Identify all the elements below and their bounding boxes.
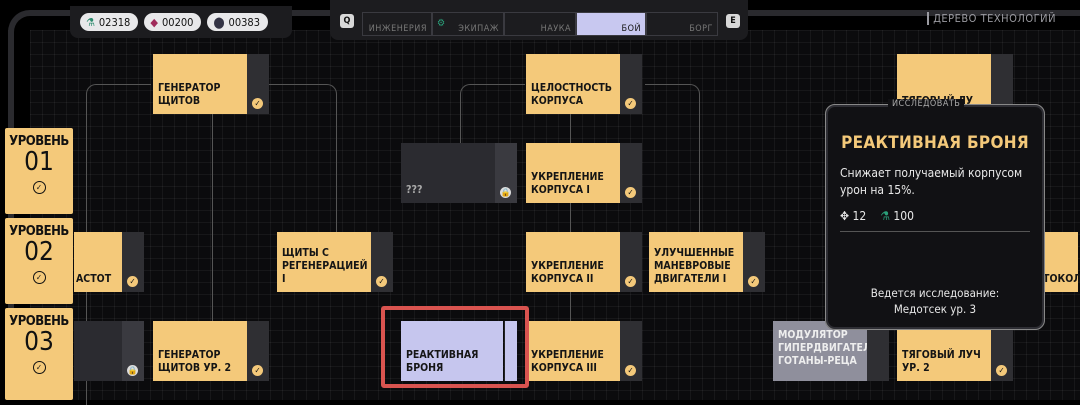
tech-node-locked[interactable]: 🔒 [74, 321, 144, 381]
status-line-2: Медотсек ур. 3 [893, 302, 977, 316]
level-02-marker: УРОВЕНЬ 02 ✓ [5, 218, 73, 304]
prev-tab-key[interactable]: Q [340, 14, 354, 28]
connector-line [570, 114, 571, 324]
level-number: 02 [24, 237, 54, 267]
screen-frame-left [8, 30, 14, 400]
tech-node-tractor-beam-2[interactable]: ТЯГОВЫЙ ЛУЧ УР. 2 ✓ [897, 321, 1013, 381]
tech-node-hull-reinforce-3[interactable]: УКРЕПЛЕНИЕ КОРПУСА III ✓ [526, 321, 642, 381]
parts-icon: ✥ [840, 209, 850, 223]
check-icon: ✓ [625, 187, 636, 198]
level-label: УРОВЕНЬ [9, 224, 69, 239]
tech-node-label: УКРЕПЛЕНИЕ КОРПУСА I [526, 143, 620, 203]
level-number: 01 [24, 147, 54, 177]
tech-node-maneuver-engines-1[interactable]: УЛУЧШЕННЫЕ МАНЕВРОВЫЕ ДВИГАТЕЛИ I ✓ [649, 232, 765, 292]
tooltip-title: РЕАКТИВНАЯ БРОНЯ [841, 133, 1029, 153]
tech-node-shield-generator[interactable]: ГЕНЕРАТОР ЩИТОВ ✓ [153, 54, 269, 114]
screen-title: ДЕРЕВО ТЕХНОЛОГИЙ [927, 12, 1056, 25]
tech-node-hull-reinforce-1[interactable]: УКРЕПЛЕНИЕ КОРПУСА I ✓ [526, 143, 642, 203]
level-number: 03 [24, 327, 54, 357]
level-01-marker: УРОВЕНЬ 01 ✓ [5, 128, 73, 214]
dilithium-counter: ◆ 00200 [144, 13, 202, 31]
selection-highlight [381, 306, 529, 388]
tech-node-label: АСТОТ [74, 232, 122, 292]
research-cost-value: 100 [893, 209, 914, 223]
tech-node-label: УЛУЧШЕННЫЕ МАНЕВРОВЫЕ ДВИГАТЕЛИ I [649, 232, 743, 292]
tech-node-label: УКРЕПЛЕНИЕ КОРПУСА III [526, 321, 620, 381]
tech-node-hull-integrity[interactable]: ЦЕЛОСТНОСТЬ КОРПУСА ✓ [526, 54, 642, 114]
check-icon: ✓ [252, 365, 263, 376]
research-tooltip: ИССЛЕДОВАТЬ РЕАКТИВНАЯ БРОНЯ Снижает пол… [825, 99, 1045, 330]
parts-counter: ⬤ 00383 [207, 13, 269, 31]
check-icon: ✓ [625, 98, 636, 109]
tab-crew[interactable]: ⚙ ЭКИПАЖ [432, 12, 504, 36]
next-tab-key[interactable]: E [726, 14, 740, 28]
tech-node-hull-reinforce-2[interactable]: УКРЕПЛЕНИЕ КОРПУСА II ✓ [526, 232, 642, 292]
research-points-counter: ⚗ 02318 [80, 13, 139, 31]
parts-cost-value: 12 [852, 209, 867, 223]
parts-value: 00383 [228, 15, 261, 29]
tech-node-label: РЕАКТИВНАЯ БРОНЯ [401, 321, 503, 381]
check-icon: ✓ [996, 365, 1007, 376]
tech-node-label: МОДУЛЯТОР ГИПЕРДВИГАТЕЛЯ ГОТАНЫ-РЕЦА [773, 321, 878, 381]
resource-bar: ⚗ 02318 ◆ 00200 ⬤ 00383 [70, 6, 292, 38]
tab-crew-label: ЭКИПАЖ [458, 24, 499, 34]
lock-icon: 🔒 [500, 187, 511, 198]
connector-line [250, 84, 337, 235]
check-icon: ✓ [32, 181, 46, 194]
tab-combat[interactable]: БОЙ [576, 12, 646, 36]
check-icon: ✓ [127, 276, 138, 287]
tech-node-label: ЩИТЫ С РЕГЕНЕРАЦИЕЙ I [277, 232, 371, 292]
tech-node-label: ТОКОЛ [1040, 232, 1080, 292]
tab-science[interactable]: НАУКА [504, 12, 576, 36]
tooltip-description: Снижает получаемый корпусом урон на 15%. [840, 166, 1023, 197]
category-tabs: Q ИНЖЕНЕРИЯ ⚙ ЭКИПАЖ НАУКА БОЙ БОРГ E [330, 0, 748, 40]
check-icon: ✓ [32, 361, 46, 374]
tech-node-reactive-armor[interactable]: РЕАКТИВНАЯ БРОНЯ [401, 321, 517, 381]
check-icon: ✓ [625, 276, 636, 287]
research-icon: ⚗ [880, 209, 890, 223]
check-icon: ✓ [625, 365, 636, 376]
tab-engineering[interactable]: ИНЖЕНЕРИЯ [362, 12, 432, 36]
connector-line [460, 84, 525, 145]
tech-node-label: ??? [401, 143, 495, 203]
check-icon: ✓ [252, 98, 263, 109]
tech-node-unknown[interactable]: ??? 🔒 [401, 143, 517, 203]
connector-line [212, 114, 213, 324]
tooltip-status: Ведется исследование: Медотсек ур. 3 [828, 285, 1042, 317]
tech-node-hyperdrive-modulator[interactable]: МОДУЛЯТОР ГИПЕРДВИГАТЕЛЯ ГОТАНЫ-РЕЦА [773, 321, 889, 381]
tech-node-label [74, 321, 122, 381]
check-icon: ✓ [32, 271, 46, 284]
tech-node-label: ЦЕЛОСТНОСТЬ КОРПУСА [526, 54, 620, 114]
tech-node-label: УКРЕПЛЕНИЕ КОРПУСА II [526, 232, 620, 292]
parts-icon: ⬤ [213, 15, 225, 29]
tech-node-protocol[interactable]: ТОКОЛ [1040, 232, 1080, 292]
dilithium-value: 00200 [161, 15, 194, 29]
research-points-value: 02318 [98, 15, 131, 29]
research-cost: ⚗ 100 [880, 209, 914, 223]
tooltip-costs: ✥ 12 ⚗ 100 [840, 209, 914, 223]
level-label: УРОВЕНЬ [9, 314, 69, 329]
tech-node-regen-shields-1[interactable]: ЩИТЫ С РЕГЕНЕРАЦИЕЙ I ✓ [277, 232, 393, 292]
connector-line [645, 84, 700, 235]
crystal-icon: ◆ [150, 15, 158, 29]
status-line-1: Ведется исследование: [870, 286, 1000, 300]
check-icon: ✓ [376, 276, 387, 287]
tech-node-frequencies[interactable]: АСТОТ ✓ [74, 232, 144, 292]
tooltip-divider [840, 231, 1030, 232]
gear-icon: ⚙ [437, 18, 446, 29]
tech-node-label: ГЕНЕРАТОР ЩИТОВ УР. 2 [153, 321, 247, 381]
tooltip-header: ИССЛЕДОВАТЬ [888, 99, 965, 109]
parts-cost: ✥ 12 [840, 209, 866, 223]
level-03-marker: УРОВЕНЬ 03 ✓ [5, 308, 73, 400]
lock-icon: 🔒 [127, 365, 138, 376]
tech-node-label: ГЕНЕРАТОР ЩИТОВ [153, 54, 247, 114]
research-icon: ⚗ [86, 15, 95, 29]
tech-node-label: ТЯГОВЫЙ ЛУЧ УР. 2 [897, 321, 991, 381]
tech-node-shield-generator-2[interactable]: ГЕНЕРАТОР ЩИТОВ УР. 2 ✓ [153, 321, 269, 381]
level-label: УРОВЕНЬ [9, 134, 69, 149]
check-icon: ✓ [748, 276, 759, 287]
tab-borg[interactable]: БОРГ [646, 12, 718, 36]
